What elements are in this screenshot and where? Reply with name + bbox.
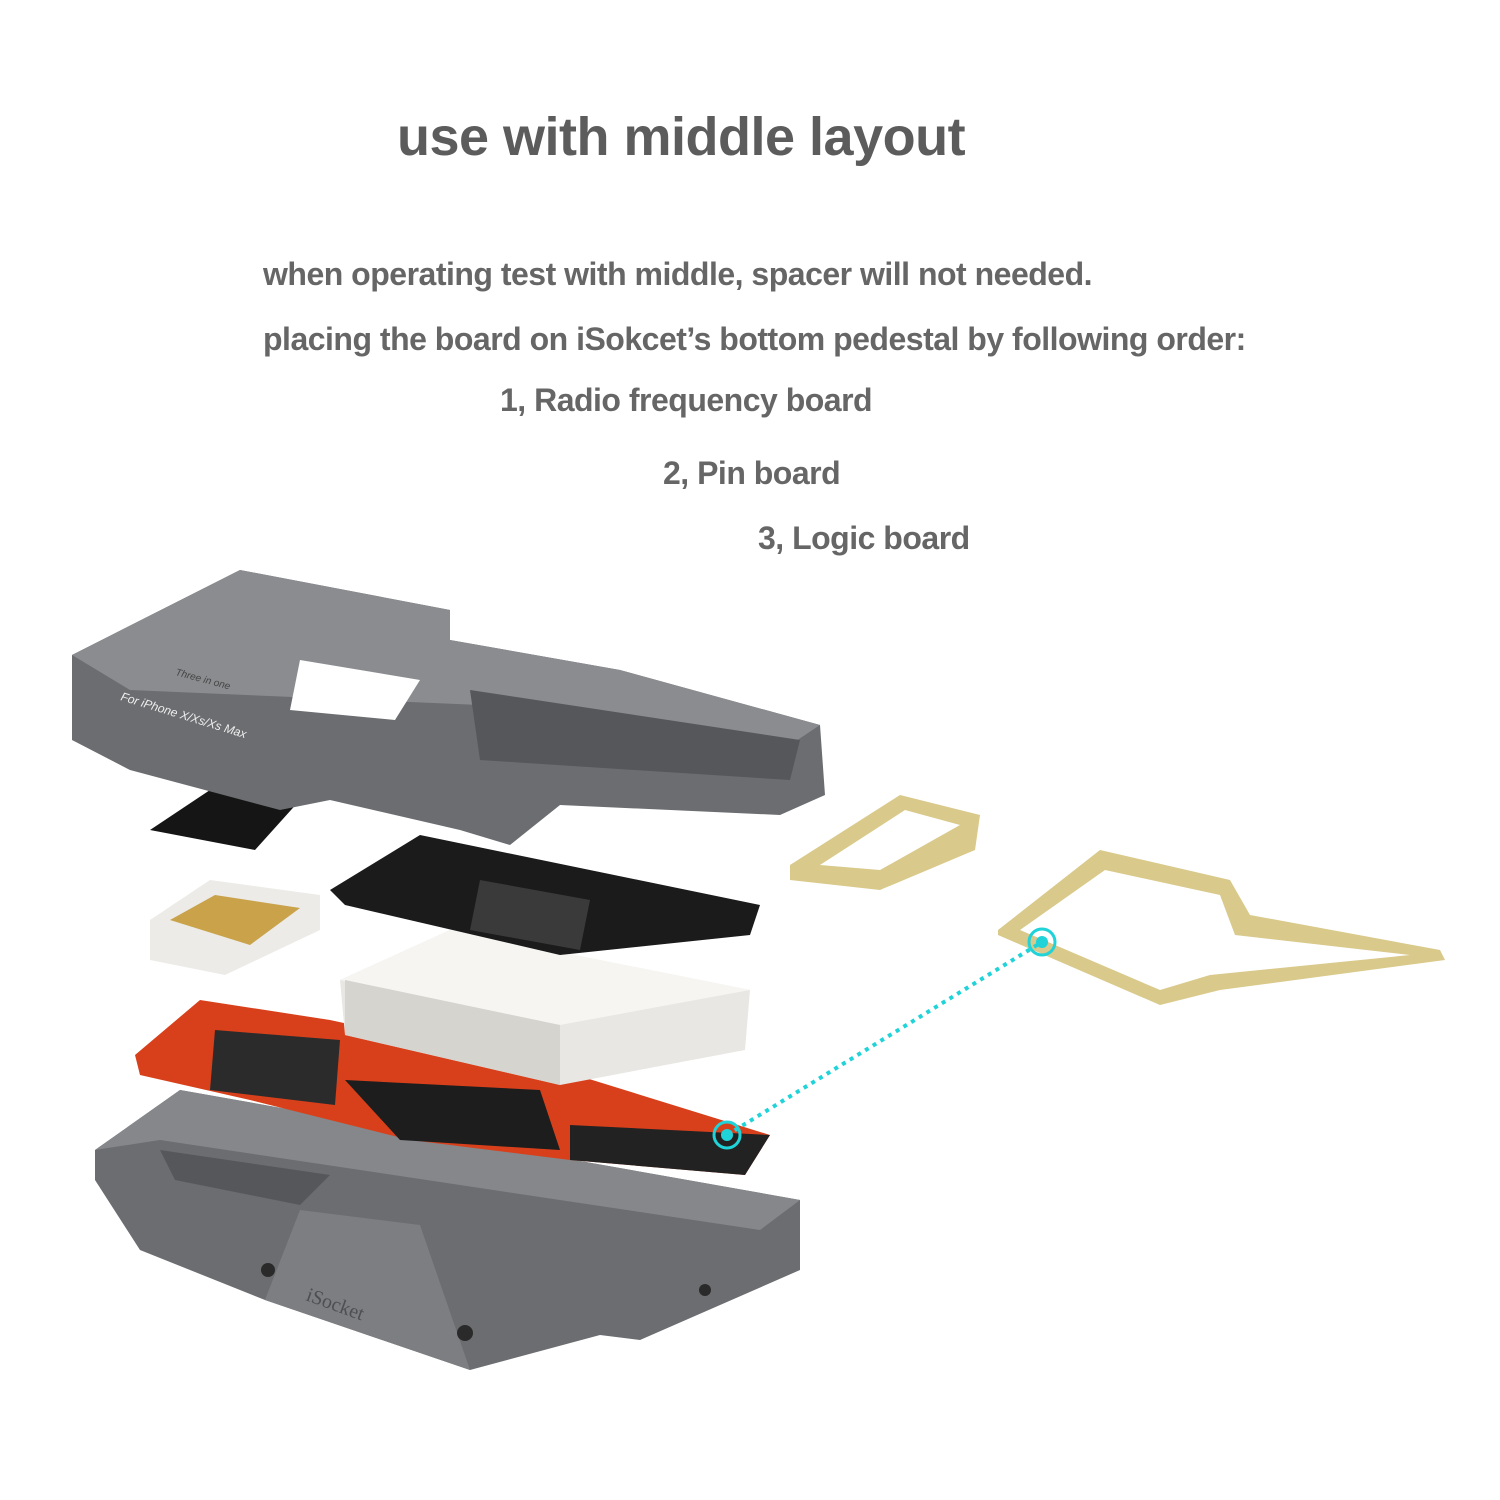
step-pin-board: 2, Pin board bbox=[663, 455, 841, 491]
small-spacer-frame bbox=[790, 795, 980, 890]
description-line: when operating test with middle, spacer … bbox=[263, 256, 1093, 292]
pin-board bbox=[330, 835, 760, 955]
white-module-block bbox=[340, 930, 750, 1085]
radio-frequency-board-connector bbox=[150, 880, 320, 975]
step-radio-frequency-board: 1, Radio frequency board bbox=[500, 382, 873, 418]
description-line: placing the board on iSokcet’s bottom pe… bbox=[263, 321, 1246, 357]
logic-board bbox=[135, 1000, 770, 1175]
highlight-circle bbox=[1027, 927, 1057, 957]
connection-highlight bbox=[712, 927, 1057, 1150]
page-title: use with middle layout bbox=[397, 107, 966, 167]
highlight-circle bbox=[712, 1120, 742, 1150]
large-spacer-frame bbox=[998, 850, 1445, 1005]
bottom-pedestal: iSocket bbox=[95, 1090, 800, 1370]
step-logic-board: 3, Logic board bbox=[758, 520, 970, 556]
top-frame: For iPhone X/Xs/Xs Max Three in one bbox=[72, 570, 825, 845]
